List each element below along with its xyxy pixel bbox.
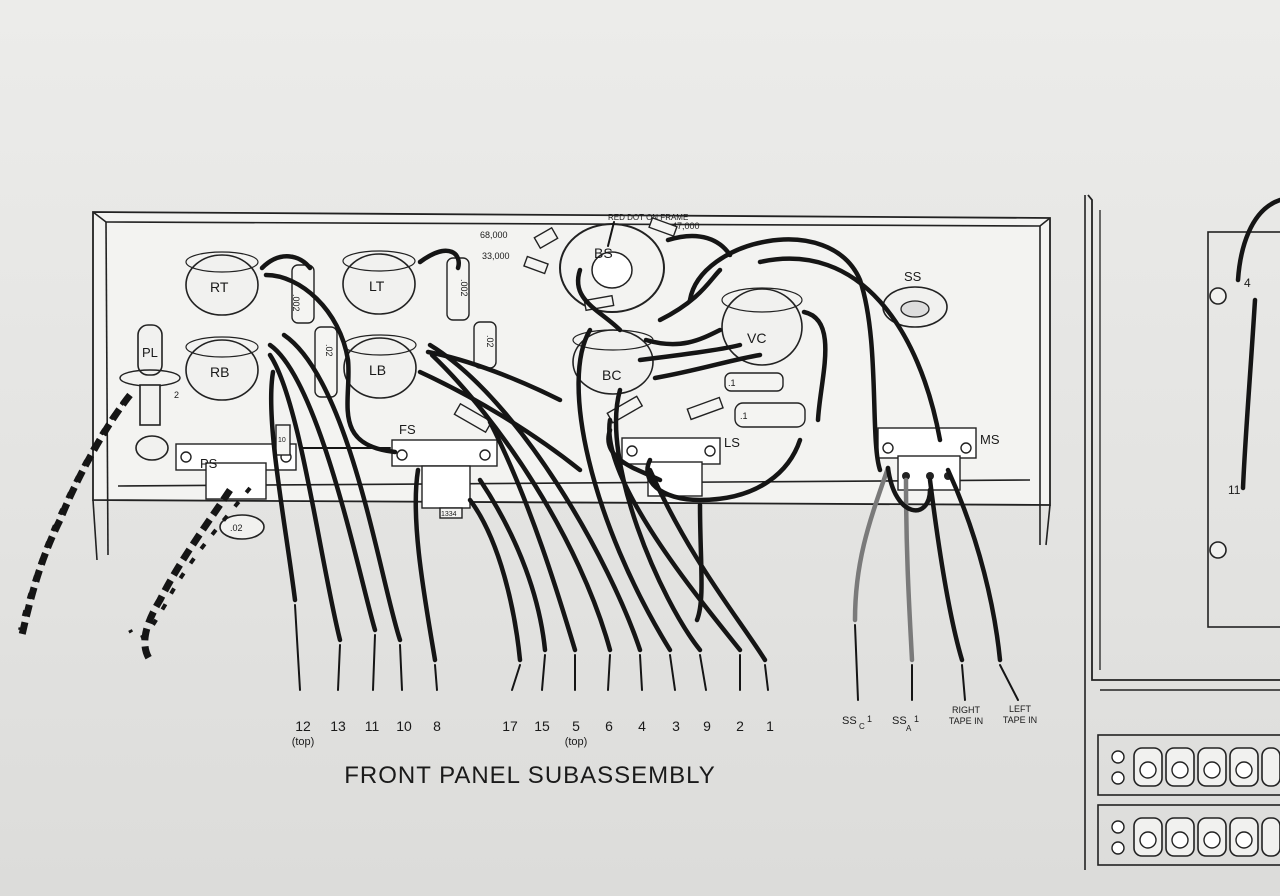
- diagram-title: FRONT PANEL SUBASSEMBLY: [344, 762, 716, 789]
- lead-label-12-note: (top): [292, 736, 315, 748]
- fs-label: FS: [399, 422, 416, 437]
- cap-002-b-label: .002: [459, 279, 469, 297]
- resistor-33k-label: 33,000: [482, 251, 510, 261]
- capacitors: .002 .02 .002 .02 10 .1 .1: [275, 257, 806, 456]
- lead-label-8: 8: [433, 718, 441, 734]
- switch-ss: SS: [882, 269, 948, 328]
- rear-chassis-partial: 4 11: [1084, 194, 1280, 870]
- cap-1-a-label: .1: [728, 378, 736, 388]
- knob-lt: LT: [342, 250, 416, 315]
- pl-label: PL: [142, 345, 158, 360]
- terminal-strip-ps: PS .02: [175, 443, 297, 540]
- ls-label: LS: [724, 435, 740, 450]
- ms-label: MS: [980, 432, 1000, 447]
- output-leads: [267, 327, 1019, 701]
- vc-label: VC: [747, 330, 766, 346]
- ssa-one-label: 1: [914, 714, 919, 724]
- lead-label-3: 3: [672, 718, 680, 734]
- lead-label-12: 12: [295, 718, 311, 734]
- svg-text:2: 2: [174, 390, 179, 400]
- lead-label-5: 5: [572, 718, 580, 734]
- resistor-68k-label: 68,000: [480, 230, 508, 240]
- knob-rt: RT: [185, 251, 259, 316]
- cap-002-a-label: .002: [291, 294, 301, 312]
- resistor-47k-label: 47,000: [672, 221, 700, 231]
- lead-label-5-note: (top): [565, 736, 588, 748]
- ss-tape-labels: SS C 1 SS A 1 RIGHT TAPE IN LEFT TAPE IN: [842, 704, 1037, 733]
- lead-label-15: 15: [534, 718, 550, 734]
- rb-label: RB: [210, 364, 229, 380]
- lead-label-6: 6: [605, 718, 613, 734]
- power-cords: [18, 392, 252, 662]
- cap-02-ps-label: .02: [230, 523, 243, 533]
- side-number-4: 4: [1244, 276, 1251, 290]
- ssc-sub-label: C: [859, 722, 865, 731]
- ssa-sub-label: A: [906, 724, 912, 733]
- lead-label-9: 9: [703, 718, 711, 734]
- terminal-strip-fs: FS 1334: [391, 422, 498, 519]
- front-panel-chassis: [92, 211, 1051, 561]
- lead-label-17: 17: [502, 718, 518, 734]
- rear-jacks-row-2: [1111, 817, 1280, 857]
- right-tape-label-1: RIGHT: [952, 705, 981, 715]
- knob-bc: BC: [572, 329, 654, 395]
- ssa-label: SS: [892, 715, 907, 727]
- rt-label: RT: [210, 279, 229, 295]
- left-tape-label-2: TAPE IN: [1003, 715, 1037, 725]
- red-dot-note: RED DOT ON FRAME: [608, 213, 688, 222]
- right-tape-label-2: TAPE IN: [949, 716, 983, 726]
- lt-label: LT: [369, 278, 385, 294]
- cap-1-b-label: .1: [740, 411, 748, 421]
- bs-label: BS: [594, 245, 613, 261]
- left-tape-label-1: LEFT: [1009, 704, 1032, 714]
- lead-label-1: 1: [766, 718, 774, 734]
- ssc-one-label: 1: [867, 714, 872, 724]
- side-number-11: 11: [1228, 483, 1241, 497]
- ss-label: SS: [904, 269, 922, 284]
- cap-02-b-label: .02: [485, 335, 495, 348]
- cap-10-label: 10: [278, 437, 286, 444]
- knob-lb: LB: [343, 334, 417, 399]
- lead-label-4: 4: [638, 718, 646, 734]
- bc-label: BC: [602, 367, 621, 383]
- cap-1334-label: 1334: [441, 511, 457, 518]
- ps-label: PS: [200, 456, 218, 471]
- lead-number-labels: 12 (top) 13 11 10 8 17 15 5 (top) 6 4 3 …: [292, 718, 774, 748]
- knob-vc: VC: [721, 287, 803, 366]
- lead-label-10: 10: [396, 718, 412, 734]
- lead-label-13: 13: [330, 718, 346, 734]
- lead-label-2: 2: [736, 718, 744, 734]
- ssc-label: SS: [842, 715, 857, 727]
- lb-label: LB: [369, 362, 386, 378]
- knob-rb: RB: [185, 336, 259, 401]
- rear-jacks-row-1: [1111, 747, 1280, 787]
- cap-02-a-label: .02: [324, 344, 334, 357]
- pilot-lamp-pl: PL 2: [119, 324, 181, 461]
- lead-label-11: 11: [365, 718, 380, 734]
